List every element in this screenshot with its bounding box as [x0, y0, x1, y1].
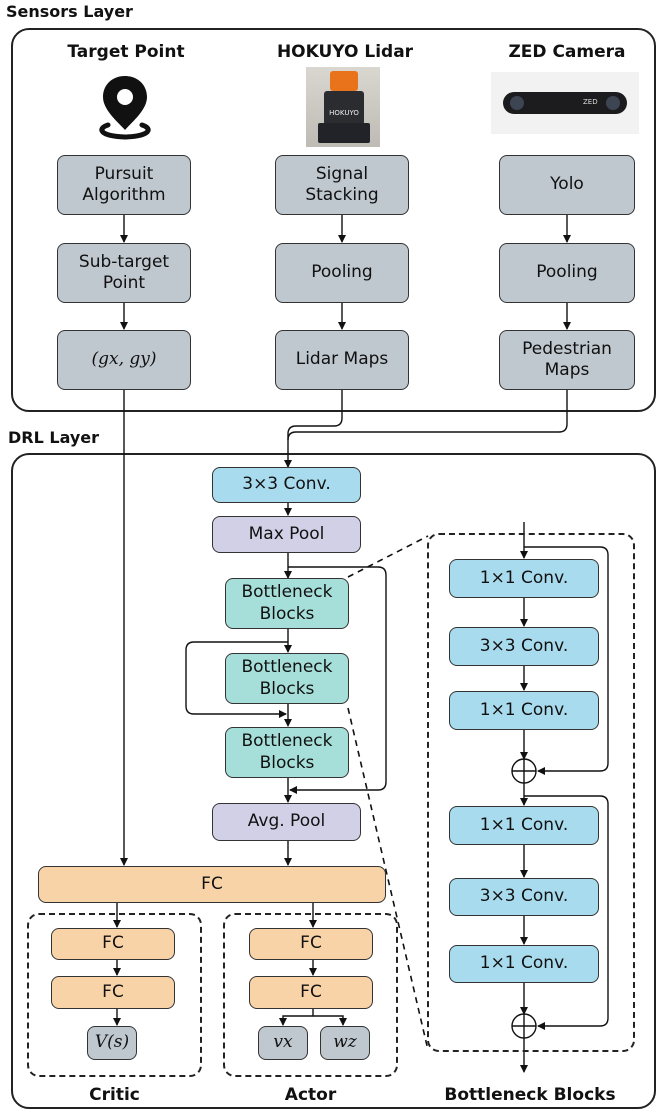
actor-fc-box-2: FC — [249, 976, 373, 1009]
detail-conv-box-3: 1×1 Conv. — [449, 691, 599, 730]
critic-fc-box-2: FC — [51, 976, 175, 1009]
fc-box: FC — [38, 866, 386, 903]
actor-wz-box: wz — [320, 1026, 370, 1060]
bottleneck-detail-label: Bottleneck Blocks — [444, 1085, 616, 1105]
detail-conv-box-1: 1×1 Conv. — [449, 559, 599, 598]
pedestrian-maps-box: Pedestrian Maps — [499, 330, 635, 390]
actor-wz-text: wz — [333, 1032, 357, 1053]
actor-fc-box-1: FC — [249, 928, 373, 960]
detail-conv-box-2: 3×3 Conv. — [449, 627, 599, 666]
goal-coordinates-text: (gx, gy) — [91, 349, 157, 370]
actor-group — [223, 913, 398, 1077]
critic-group — [27, 913, 202, 1077]
target-point-title: Target Point — [67, 42, 185, 62]
zed-photo-text: ZED — [583, 98, 598, 106]
hokuyo-lidar-photo: HOKUYO — [306, 67, 380, 147]
actor-vx-box: vx — [258, 1026, 308, 1060]
actor-label: Actor — [284, 1085, 337, 1105]
backbone-conv-box: 3×3 Conv. — [212, 467, 361, 503]
bottleneck-blocks-box-2: Bottleneck Blocks — [225, 653, 349, 704]
lidar-pooling-box: Pooling — [275, 243, 409, 303]
pursuit-algorithm-box: Pursuit Algorithm — [57, 155, 191, 215]
sub-target-point-box: Sub-target Point — [57, 243, 191, 303]
bottleneck-blocks-box-3: Bottleneck Blocks — [225, 727, 349, 778]
bottleneck-blocks-box-1: Bottleneck Blocks — [225, 578, 349, 629]
zed-camera-photo: ZED — [491, 72, 639, 134]
goal-coordinates-box: (gx, gy) — [57, 330, 191, 390]
yolo-box: Yolo — [499, 155, 635, 215]
hokuyo-photo-text: HOKUYO — [329, 109, 359, 117]
critic-label: Critic — [89, 1085, 140, 1105]
map-pin-icon — [92, 72, 158, 140]
sensors-layer-label: Sensors Layer — [6, 2, 133, 21]
actor-vx-text: vx — [273, 1032, 293, 1053]
lidar-maps-box: Lidar Maps — [275, 330, 409, 390]
avg-pool-box: Avg. Pool — [212, 803, 361, 841]
critic-fc-box-1: FC — [51, 928, 175, 960]
signal-stacking-box: Signal Stacking — [275, 155, 409, 215]
detail-conv-box-5: 3×3 Conv. — [449, 878, 599, 916]
zed-camera-title: ZED Camera — [508, 42, 626, 62]
bottleneck-detail-group — [427, 533, 635, 1052]
hokuyo-lidar-title: HOKUYO Lidar — [276, 42, 414, 62]
detail-conv-box-6: 1×1 Conv. — [449, 945, 599, 983]
max-pool-box: Max Pool — [212, 516, 361, 553]
critic-output-text: V(s) — [94, 1032, 130, 1053]
critic-output-box: V(s) — [87, 1026, 137, 1060]
detail-conv-box-4: 1×1 Conv. — [449, 806, 599, 845]
drl-layer-label: DRL Layer — [8, 428, 100, 447]
camera-pooling-box: Pooling — [499, 243, 635, 303]
